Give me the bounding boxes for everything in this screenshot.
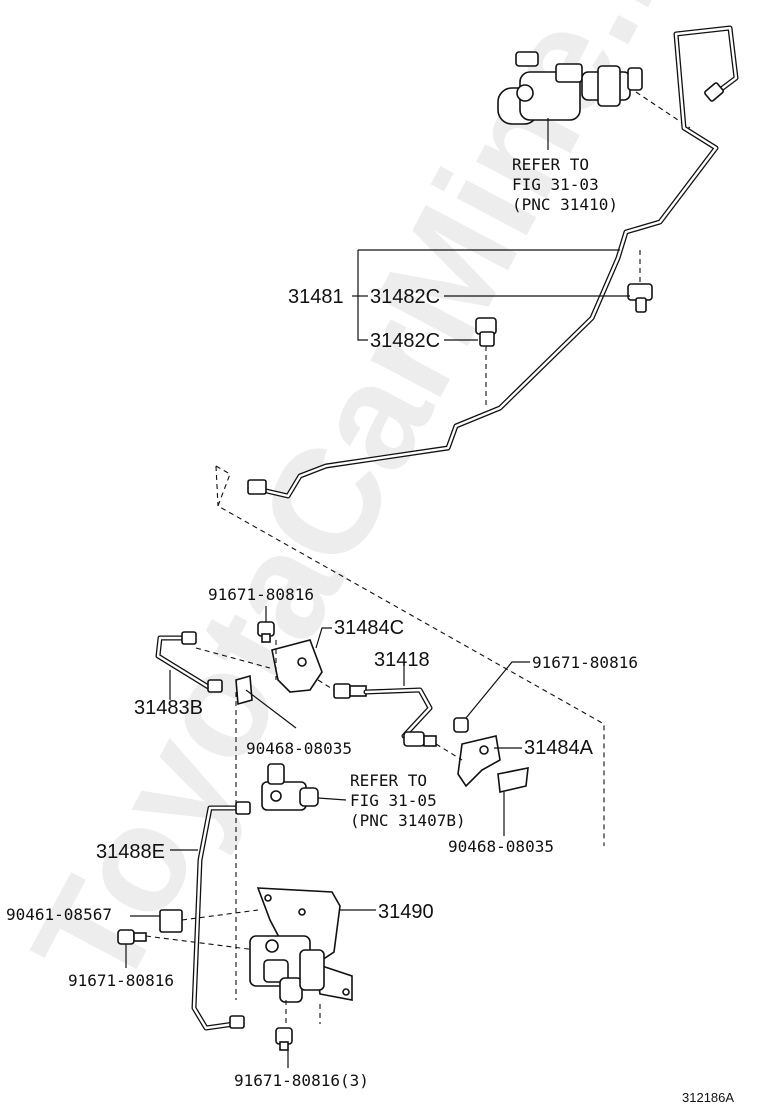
label-31481: 31481 bbox=[288, 286, 344, 308]
hose-31418 bbox=[333, 683, 437, 747]
label-31418: 31418 bbox=[374, 649, 430, 671]
label-91671-80816-d: 91671-80816(3) bbox=[234, 1071, 369, 1090]
pipe-31483b bbox=[155, 631, 223, 693]
label-31482c-upper: 31482C bbox=[370, 286, 440, 308]
clip-90468-right bbox=[497, 767, 529, 793]
ref-mid-line-1: REFER TO bbox=[350, 771, 427, 790]
label-31482c-lower: 31482C bbox=[370, 330, 440, 352]
union-fitting bbox=[261, 763, 319, 811]
bracket-31484c bbox=[271, 639, 323, 693]
label-31488e: 31488E bbox=[96, 841, 165, 863]
release-valve bbox=[249, 935, 325, 1003]
label-90468-08035-a: 90468-08035 bbox=[246, 739, 352, 758]
bracket-31484a bbox=[457, 735, 501, 788]
label-90468-08035-b: 90468-08035 bbox=[448, 837, 554, 856]
label-31483b: 31483B bbox=[134, 697, 203, 719]
clamp-31482c-upper bbox=[627, 250, 653, 313]
bolt-91671-b bbox=[453, 717, 469, 733]
bolt-91671-d bbox=[275, 1027, 293, 1051]
ref-top-line-3: (PNC 31410) bbox=[512, 195, 618, 214]
label-91671-80816-a: 91671-80816 bbox=[208, 585, 314, 604]
label-31484a: 31484A bbox=[524, 737, 594, 759]
ref-top-line-2: FIG 31-03 bbox=[512, 175, 599, 194]
label-90461-08567: 90461-08567 bbox=[6, 905, 112, 924]
bolt-91671-a bbox=[257, 621, 275, 643]
leader-31481-group bbox=[352, 249, 630, 341]
label-31484c: 31484C bbox=[334, 617, 404, 639]
label-91671-80816-c: 91671-80816 bbox=[68, 971, 174, 990]
label-31490: 31490 bbox=[378, 901, 434, 923]
ref-mid-line-3: (PNC 31407B) bbox=[350, 811, 466, 830]
clip-90468-left bbox=[235, 674, 253, 706]
bracket-31490 bbox=[256, 887, 353, 1001]
figure-number: 312186A bbox=[682, 1090, 734, 1105]
clamp-31482c-lower bbox=[475, 317, 497, 408]
clip-90461 bbox=[159, 909, 183, 933]
pipe-31488e bbox=[191, 801, 251, 1031]
ref-top-line-1: REFER TO bbox=[512, 155, 589, 174]
master-cylinder bbox=[497, 51, 643, 150]
reference-fig-31-03: REFER TO FIG 31-03 (PNC 31410) bbox=[512, 155, 618, 214]
clutch-pipe-31481 bbox=[247, 25, 739, 499]
label-91671-80816-b: 91671-80816 bbox=[532, 653, 638, 672]
ref-mid-line-2: FIG 31-05 bbox=[350, 791, 437, 810]
